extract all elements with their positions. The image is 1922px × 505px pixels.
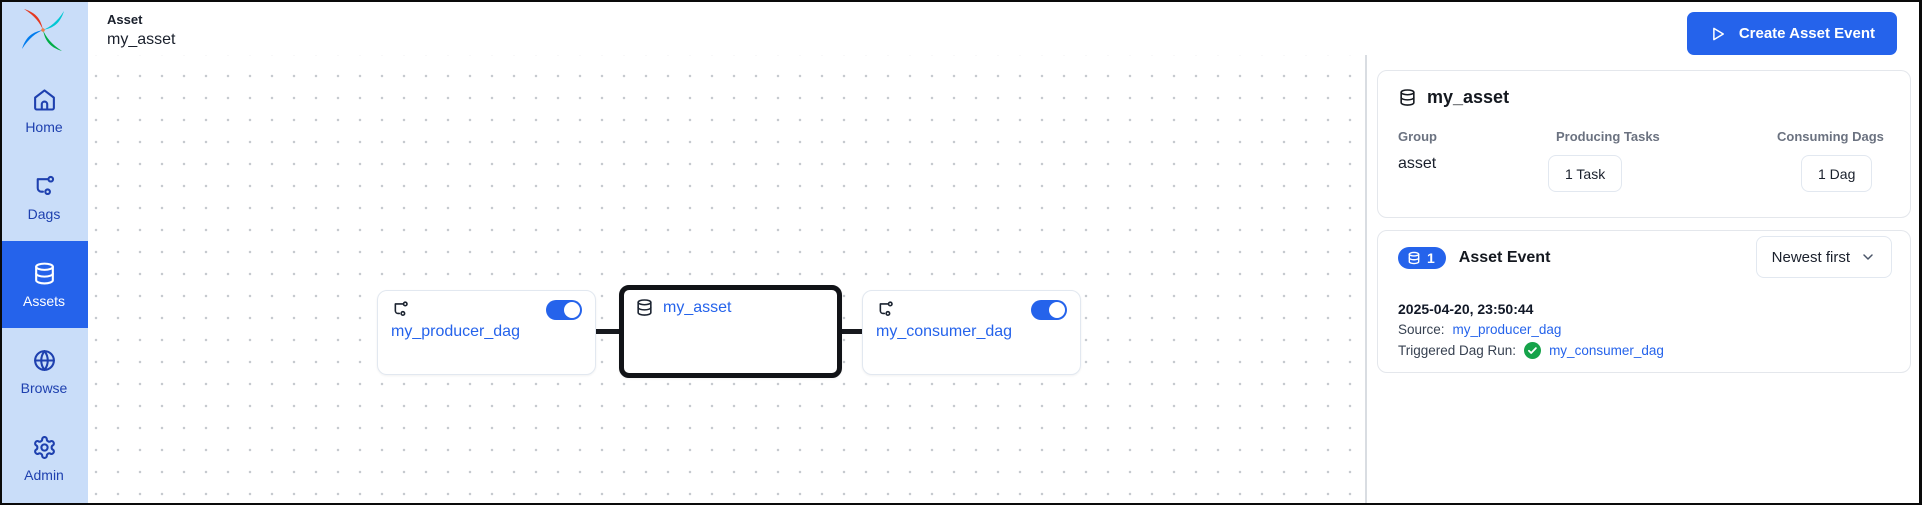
- sidebar-item-label: Dags: [27, 205, 61, 222]
- dag-icon: [394, 301, 408, 316]
- consuming-dags-label: Consuming Dags: [1777, 129, 1884, 144]
- producer-dag-link[interactable]: my_producer_dag: [391, 323, 520, 340]
- toggle-knob: [1049, 302, 1065, 318]
- sidebar-item-label: Home: [25, 118, 63, 135]
- page-header: Asset my_asset Create Asset Event: [88, 0, 1922, 55]
- sort-order-value: Newest first: [1771, 248, 1850, 266]
- group-value: asset: [1398, 155, 1437, 172]
- consumer-dag-link[interactable]: my_consumer_dag: [876, 323, 1013, 340]
- asset-events-card: 1 Asset Event Newest first 2025-04-20, 2…: [1377, 230, 1911, 373]
- consuming-dags-button[interactable]: 1 Dag: [1801, 155, 1873, 192]
- event-triggered-label: Triggered Dag Run:: [1398, 343, 1517, 358]
- page-title: my_asset: [107, 31, 176, 48]
- toggle-knob: [564, 302, 580, 318]
- graph-node-producer-dag[interactable]: my_producer_dag: [377, 290, 596, 375]
- database-icon: [637, 299, 652, 316]
- sidebar-item-label: Admin: [24, 466, 64, 483]
- dag-pause-toggle[interactable]: [1031, 300, 1067, 320]
- edge-asset-to-consumer: [837, 329, 869, 334]
- event-source-label: Source:: [1398, 322, 1445, 337]
- graph-node-asset[interactable]: my_asset: [619, 285, 842, 378]
- create-asset-event-button[interactable]: Create Asset Event: [1686, 12, 1897, 55]
- event-source-link[interactable]: my_producer_dag: [1452, 322, 1562, 337]
- sort-order-select[interactable]: Newest first: [1755, 236, 1892, 278]
- sidebar-item-dags[interactable]: Dags: [0, 154, 88, 241]
- event-triggered-row: Triggered Dag Run: my_consumer_dag: [1398, 342, 1664, 359]
- breadcrumb: Asset: [107, 12, 143, 27]
- dag-pause-toggle[interactable]: [546, 300, 582, 320]
- graph-node-consumer-dag[interactable]: my_consumer_dag: [862, 290, 1081, 375]
- check-circle-icon: [1524, 342, 1542, 359]
- producing-tasks-button[interactable]: 1 Task: [1548, 155, 1623, 192]
- create-asset-event-label: Create Asset Event: [1738, 25, 1875, 42]
- sidebar-nav: Home Dags Assets: [0, 67, 88, 502]
- airflow-logo-icon: [22, 9, 64, 51]
- sidebar-item-label: Browse: [20, 379, 68, 396]
- event-count: 1: [1427, 250, 1435, 266]
- asset-detail-panel: my_asset Group Producing Tasks Consuming…: [1367, 55, 1922, 503]
- sidebar-item-home[interactable]: Home: [0, 67, 88, 154]
- event-triggered-dag-run-link[interactable]: my_consumer_dag: [1549, 343, 1664, 358]
- database-icon: [1408, 251, 1420, 265]
- play-icon: [1712, 27, 1724, 40]
- database-icon: [1400, 89, 1415, 106]
- event-count-badge: 1: [1398, 247, 1446, 269]
- sidebar-item-admin[interactable]: Admin: [0, 415, 88, 502]
- gear-icon: [33, 435, 55, 459]
- asset-summary-card: my_asset Group Producing Tasks Consuming…: [1377, 70, 1911, 218]
- producing-tasks-label: Producing Tasks: [1556, 129, 1660, 144]
- globe-icon: [33, 349, 55, 371]
- dag-icon: [36, 175, 54, 195]
- house-icon: [33, 88, 55, 111]
- sidebar-item-assets[interactable]: Assets: [0, 241, 88, 328]
- sidebar-item-label: Assets: [22, 292, 65, 309]
- asset-card-title: my_asset: [1427, 87, 1510, 107]
- asset-node-link[interactable]: my_asset: [663, 298, 732, 316]
- edge-producer-to-asset: [592, 329, 625, 334]
- event-source-row: Source: my_producer_dag: [1398, 322, 1561, 337]
- sidebar-item-browse[interactable]: Browse: [0, 328, 88, 415]
- asset-graph-canvas[interactable]: my_producer_dag my_asset my_consumer_dag: [88, 55, 1366, 503]
- group-label: Group: [1398, 129, 1437, 144]
- event-timestamp: 2025-04-20, 23:50:44: [1398, 301, 1534, 317]
- events-card-title: Asset Event: [1458, 249, 1551, 266]
- panel-divider: [1365, 55, 1367, 503]
- chevron-down-icon: [1863, 254, 1873, 260]
- database-icon: [34, 262, 54, 284]
- sidebar: Home Dags Assets: [0, 0, 88, 505]
- dag-icon: [879, 301, 893, 316]
